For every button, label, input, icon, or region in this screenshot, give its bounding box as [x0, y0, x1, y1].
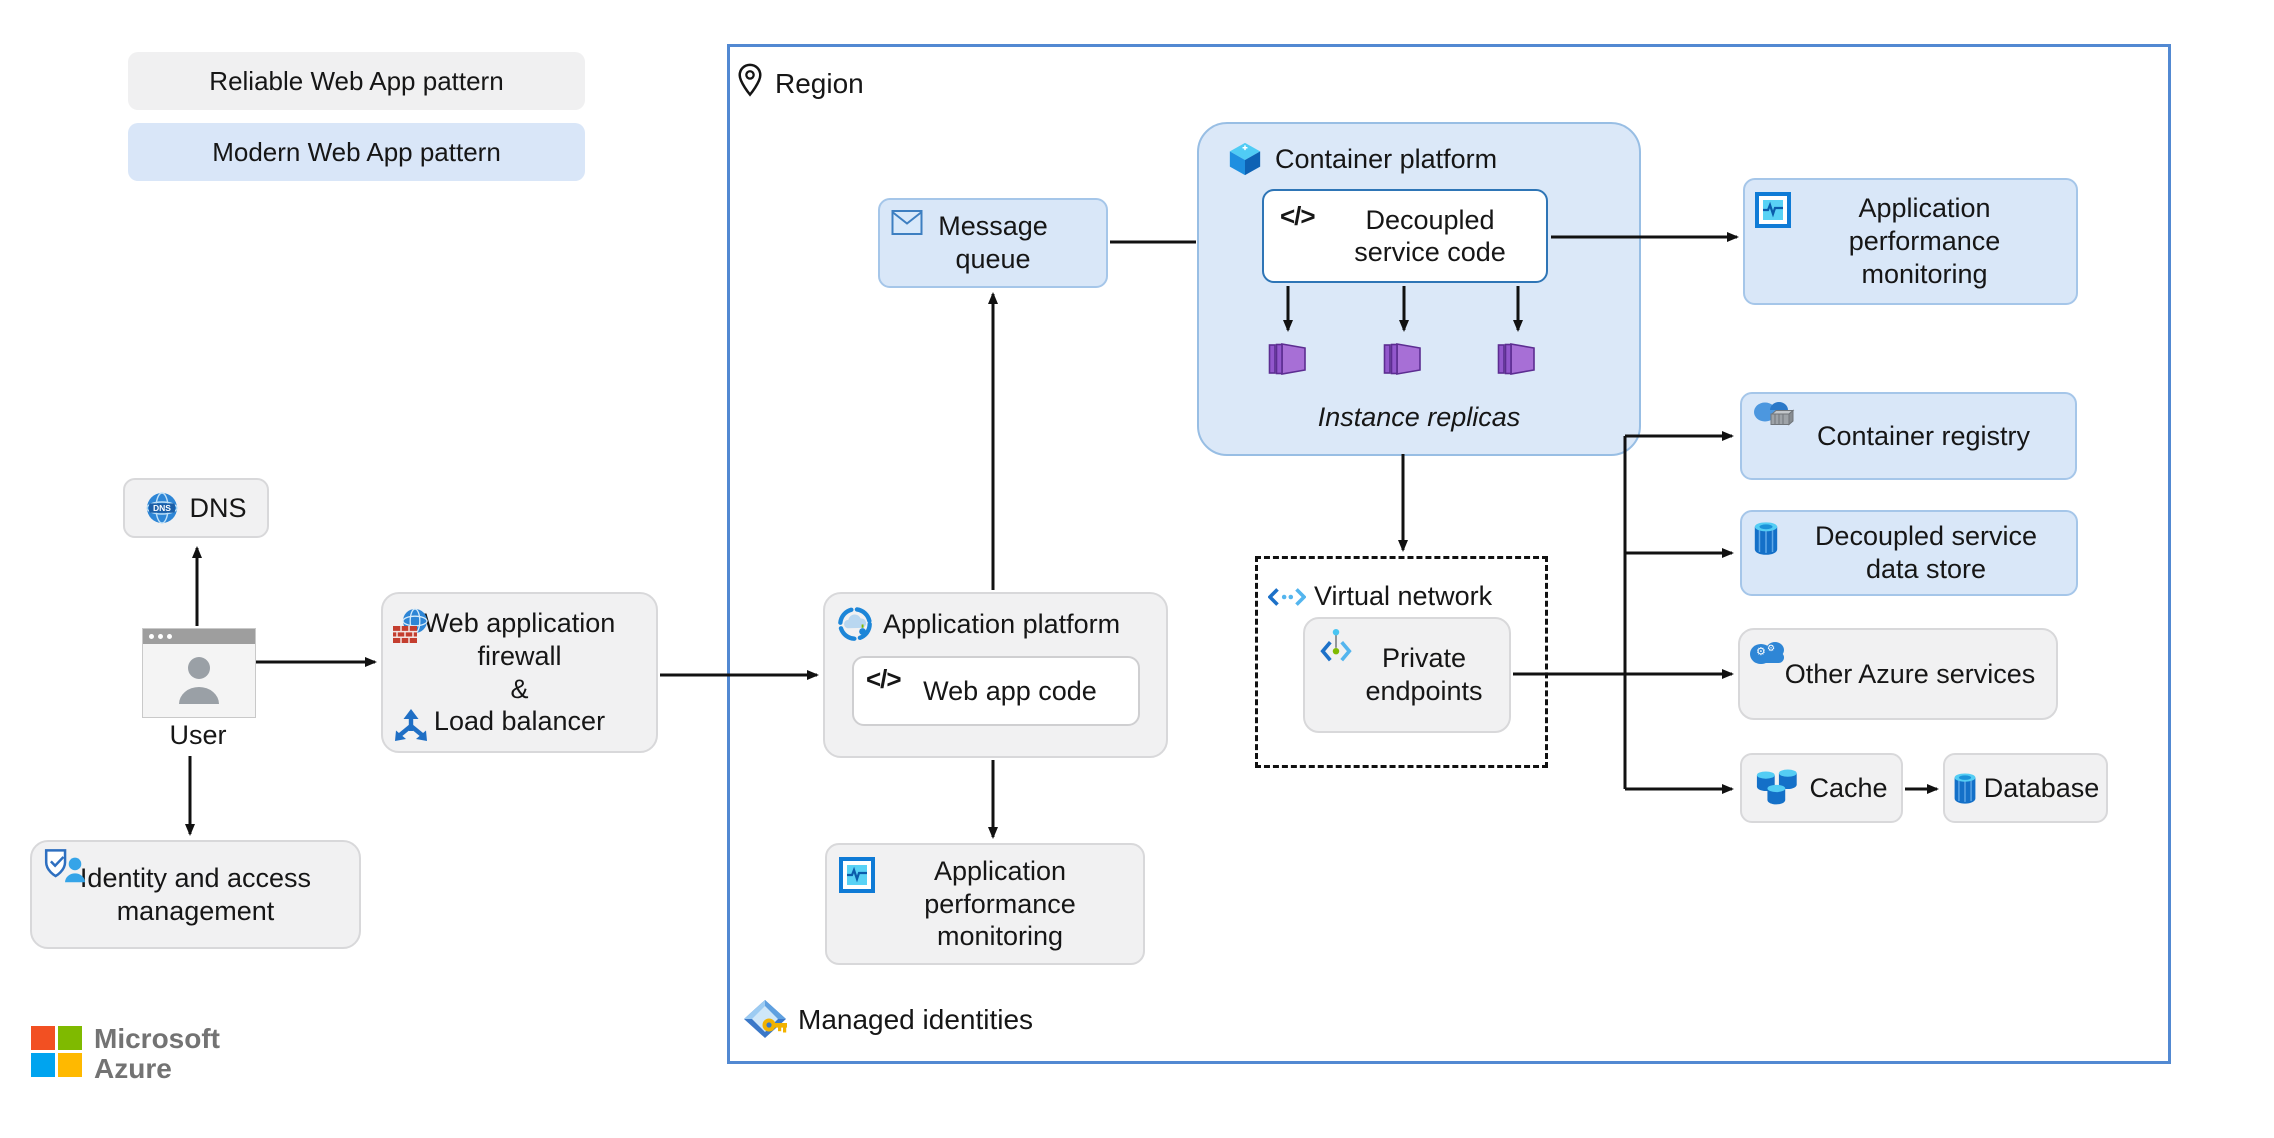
user-browser-window	[142, 628, 256, 718]
container-platform-header: Container platform	[1227, 140, 1497, 178]
virtual-network-header: Virtual network	[1268, 581, 1492, 612]
message-queue-label: Message queue	[938, 211, 1048, 274]
container-registry-icon	[1750, 398, 1796, 444]
decoupled-data-store-node: Decoupled service data store	[1740, 510, 2078, 596]
monitoring-icon	[839, 857, 875, 901]
container-platform-node: Container platform Instance replicas	[1197, 122, 1641, 456]
legend-reliable-web-app-pattern: Reliable Web App pattern	[128, 52, 585, 110]
decoupled-service-code-label: Decoupled service code	[1354, 204, 1506, 267]
instance-replica-icon	[1380, 338, 1428, 385]
region-header: Region	[737, 62, 864, 105]
waf-load-balancer-node: Web application firewall & Load balancer	[381, 592, 658, 753]
dns-label: DNS	[189, 492, 247, 523]
web-app-code-node: </> Web app code	[852, 656, 1140, 726]
virtual-network-boundary: Virtual network	[1255, 556, 1548, 768]
cache-icon	[1755, 768, 1799, 808]
web-app-code-label: Web app code	[923, 675, 1097, 706]
instance-replicas-label: Instance replicas	[1317, 402, 1521, 432]
instance-replica-icon	[1265, 338, 1313, 385]
private-endpoint-icon	[1317, 625, 1355, 673]
code-icon: </>	[1280, 201, 1316, 231]
app-service-icon	[837, 606, 873, 642]
application-platform-header: Application platform	[837, 606, 1120, 642]
monitoring-icon	[1755, 192, 1791, 236]
code-icon: </>	[866, 664, 902, 694]
cache-node: Cache	[1740, 753, 1903, 823]
container-registry-node: Container registry	[1740, 392, 2077, 480]
other-azure-services-label: Other Azure services	[1784, 658, 2036, 689]
database-label: Database	[1983, 772, 2100, 803]
message-queue-node: Message queue	[878, 198, 1108, 288]
dns-globe-icon: DNS	[145, 491, 179, 525]
private-endpoints-node: Private endpoints	[1303, 617, 1511, 733]
microsoft-azure-logo: Microsoft Azure	[31, 1023, 220, 1084]
cache-label: Cache	[1809, 772, 1888, 803]
database-node: Database	[1943, 753, 2108, 823]
microsoft-logo-squares	[31, 1026, 82, 1077]
private-endpoints-label: Private endpoints	[1365, 643, 1483, 706]
managed-identity-icon	[742, 998, 788, 1042]
container-apps-cube-icon	[1227, 140, 1263, 178]
container-platform-label: Container platform	[1275, 143, 1498, 174]
managed-identities-label: Managed identities	[798, 1004, 1034, 1035]
instance-replica-icon	[1494, 338, 1542, 385]
location-pin-icon	[737, 62, 763, 105]
browser-title-bar	[143, 629, 255, 644]
logo-brand: Microsoft	[94, 1023, 220, 1054]
svg-text:⚙: ⚙	[1756, 646, 1766, 658]
apm-top-label: Application performance monitoring	[1848, 193, 2001, 289]
managed-identities-row: Managed identities	[742, 998, 1033, 1042]
logo-product: Azure	[94, 1052, 172, 1084]
web-application-firewall-icon	[391, 608, 431, 654]
decoupled-service-code-node: </> Decoupled service code	[1262, 189, 1548, 283]
iam-label: Identity and access management	[79, 862, 312, 926]
database-cylinder-icon	[1752, 520, 1780, 564]
svg-text:⚙: ⚙	[1767, 643, 1775, 653]
other-azure-services-node: ⚙⚙ Other Azure services	[1738, 628, 2058, 720]
load-balancer-icon	[393, 708, 429, 752]
waf-label-amp: &	[510, 673, 529, 704]
database-cylinder-icon	[1952, 771, 1978, 805]
application-platform-label: Application platform	[883, 608, 1121, 639]
identity-shield-icon	[42, 847, 86, 891]
virtual-network-icon	[1268, 586, 1306, 608]
user-person-icon	[143, 648, 255, 708]
decoupled-data-store-label: Decoupled service data store	[1814, 521, 2038, 584]
message-queue-envelope-icon	[891, 209, 923, 244]
svg-text:DNS: DNS	[154, 503, 172, 513]
virtual-network-label: Virtual network	[1314, 581, 1493, 611]
region-label: Region	[775, 67, 864, 99]
waf-label-line2: firewall	[477, 640, 562, 671]
apm-bottom-node: Application performance monitoring	[825, 843, 1145, 965]
dns-node: DNS DNS	[123, 478, 269, 538]
container-registry-label: Container registry	[1816, 420, 2031, 451]
waf-label-line1: Web application	[423, 607, 616, 638]
apm-top-node: Application performance monitoring	[1743, 178, 2078, 305]
waf-label-line4: Load balancer	[433, 706, 606, 737]
azure-services-cloud-icon: ⚙⚙	[1747, 636, 1791, 678]
user-label: User	[169, 720, 227, 750]
identity-access-management-node: Identity and access management	[30, 840, 361, 949]
legend-modern-web-app-pattern: Modern Web App pattern	[128, 123, 585, 181]
apm-bottom-label: Application performance monitoring	[924, 855, 1076, 952]
